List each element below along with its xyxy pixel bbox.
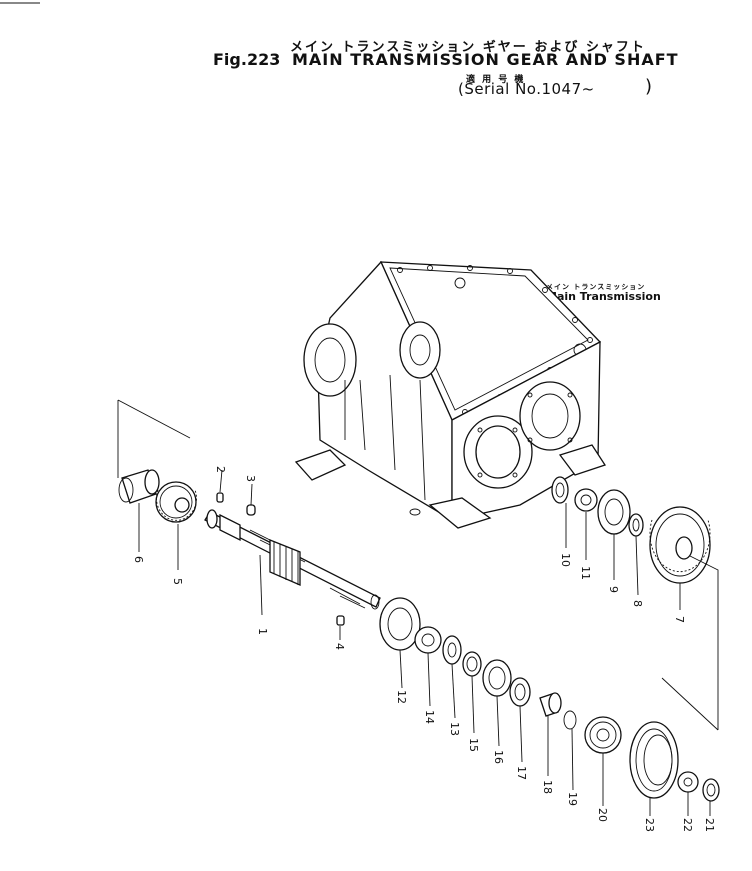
part-num-11: 11 [579, 566, 592, 580]
part-num-12: 12 [395, 690, 408, 704]
snap-ring-19 [563, 710, 577, 730]
part-num-16: 16 [492, 750, 505, 764]
gear-20 [584, 716, 622, 754]
key-3 [246, 504, 256, 516]
part-num-8: 8 [631, 600, 644, 607]
bearing-9 [597, 489, 631, 535]
part-10 [551, 476, 569, 504]
part-13 [442, 635, 462, 665]
collar-18 [539, 692, 562, 717]
washer-22 [677, 771, 699, 793]
part-num-9: 9 [607, 586, 620, 593]
bracket-line-right [661, 555, 719, 731]
main-shaft [204, 509, 381, 610]
part-num-20: 20 [596, 808, 609, 822]
transmission-housing [294, 260, 607, 529]
gear-5 [155, 481, 197, 523]
part-num-21: 21 [703, 818, 716, 832]
gear-7 [649, 506, 711, 584]
housing-label-japanese: メイン トランスミッション [546, 283, 646, 291]
part-num-22: 22 [681, 818, 694, 832]
washer-14 [414, 626, 442, 654]
housing-label-english: Main Transmission [546, 290, 661, 303]
nut-21 [702, 778, 720, 802]
bracket-line-left [117, 399, 191, 478]
part-num-7: 7 [673, 616, 686, 623]
part-num-1: 1 [256, 628, 269, 635]
part-num-5: 5 [171, 578, 184, 585]
english-title: MAIN TRANSMISSION GEAR AND SHAFT [292, 50, 679, 69]
part-num-10: 10 [559, 553, 572, 567]
part-num-2: 2 [214, 466, 227, 473]
part-num-14: 14 [423, 710, 436, 724]
serial-number-range: (Serial No.1047~ [458, 80, 595, 98]
part-num-18: 18 [541, 780, 554, 794]
part-num-23: 23 [643, 818, 656, 832]
ring-15 [462, 651, 482, 677]
part-11 [574, 488, 598, 512]
part-num-19: 19 [566, 792, 579, 806]
part-number-labels: 1 2 3 4 5 6 7 8 9 10 11 12 13 14 15 16 1… [132, 466, 716, 832]
part-num-17: 17 [515, 766, 528, 780]
key-2 [216, 492, 224, 503]
japanese-title: メイン トランスミッション ギヤー および シャフト [290, 40, 646, 55]
part-num-15: 15 [467, 738, 480, 752]
ring-17 [509, 677, 531, 707]
part-num-6: 6 [132, 556, 145, 563]
collar-6 [118, 469, 160, 504]
figure-number: Fig.223 [213, 50, 281, 69]
part-8 [628, 513, 644, 537]
serial-close-paren: ) [645, 76, 653, 97]
gear-23 [629, 721, 679, 799]
key-4 [336, 615, 345, 626]
part-num-3: 3 [244, 475, 257, 482]
part-num-13: 13 [448, 722, 461, 736]
bearing-12 [379, 597, 421, 651]
leader-lines [138, 469, 711, 816]
serial-japanese-label: 適 用 号 機 [466, 75, 526, 85]
bearing-16 [482, 659, 512, 697]
part-num-4: 4 [333, 643, 346, 650]
